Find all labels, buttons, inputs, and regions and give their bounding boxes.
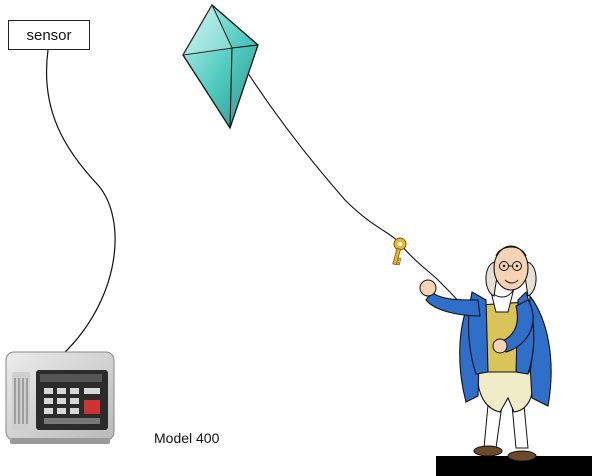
kite-icon bbox=[182, 3, 259, 130]
lower-hand bbox=[492, 338, 508, 354]
kite-string bbox=[231, 47, 501, 346]
key-icon bbox=[392, 237, 407, 266]
head bbox=[493, 245, 529, 291]
left-shoe bbox=[473, 445, 503, 457]
controller-device-icon bbox=[5, 351, 115, 444]
sensor-cable bbox=[45, 49, 116, 356]
ground-platform bbox=[436, 456, 592, 476]
kite-flyer-figure bbox=[419, 245, 552, 462]
sensor-label-box: sensor bbox=[8, 20, 90, 50]
model-label: Model 400 bbox=[154, 430, 220, 446]
right-shoe bbox=[507, 450, 537, 462]
glasses-icon bbox=[499, 261, 522, 271]
sensor-label: sensor bbox=[26, 26, 72, 44]
raised-hand bbox=[419, 279, 437, 297]
